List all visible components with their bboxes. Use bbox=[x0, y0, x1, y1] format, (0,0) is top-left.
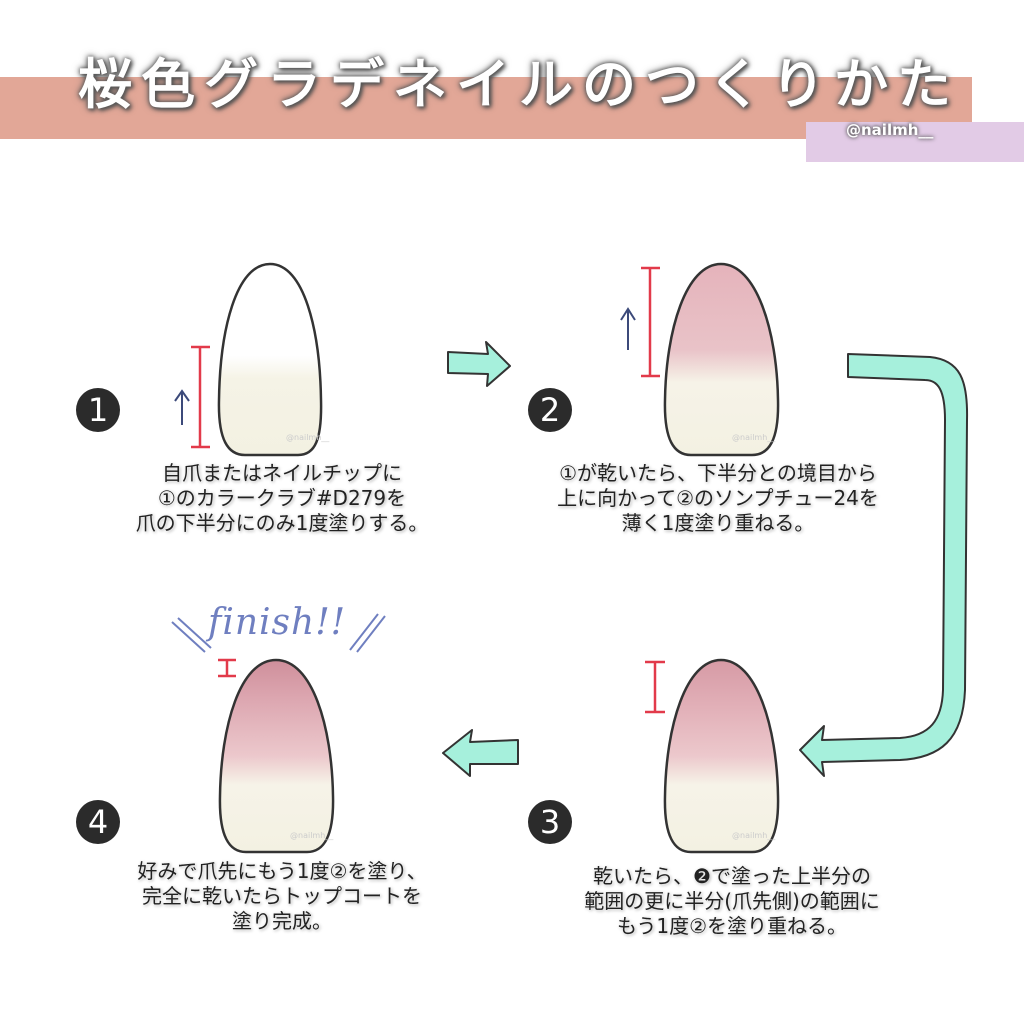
watermark: @nailmh__ bbox=[286, 433, 330, 442]
step4-description: 好みで爪先にもう1度②を塗り、 完全に乾いたらトップコートを 塗り完成。 bbox=[137, 859, 426, 934]
step-number-1: 1 bbox=[76, 388, 120, 432]
nail-step2: @nailmh__ bbox=[663, 262, 780, 457]
step-number-3: 3 bbox=[528, 800, 572, 844]
step2-description: ①が乾いたら、下半分との境目から 上に向かって②のソンプチュー24を 薄く1度塗… bbox=[557, 461, 879, 536]
desc-line: 範囲の更に半分(爪先側)の範囲に bbox=[584, 889, 880, 913]
watermark: @nailmh__ bbox=[290, 831, 334, 840]
watermark: @nailmh__ bbox=[732, 831, 776, 840]
desc-line: 好みで爪先にもう1度②を塗り、 bbox=[137, 859, 427, 883]
step-number-4: 4 bbox=[76, 800, 120, 844]
step-number-2: 2 bbox=[528, 388, 572, 432]
desc-line: ①が乾いたら、下半分との境目から bbox=[559, 461, 877, 485]
page-title: 桜色グラデネイルのつくりかた bbox=[78, 53, 960, 116]
arrow-left-icon bbox=[442, 729, 519, 777]
desc-line: 薄く1度塗り重ねる。 bbox=[621, 511, 815, 535]
finish-label: finish!! bbox=[208, 602, 347, 643]
nail-step3: @nailmh__ bbox=[663, 658, 780, 854]
desc-line: 完全に乾いたらトップコートを bbox=[141, 884, 422, 908]
desc-line: 上に向かって②のソンプチュー24を bbox=[557, 486, 879, 510]
nail-step1: @nailmh__ bbox=[217, 262, 330, 457]
nail-step4: @nailmh__ bbox=[218, 658, 334, 854]
desc-line: 塗り完成。 bbox=[231, 909, 332, 933]
desc-line: 自爪またはネイルチップに bbox=[161, 461, 402, 485]
desc-line: ①のカラークラブ#D279を bbox=[157, 486, 407, 510]
author-handle: @nailmh__ bbox=[846, 121, 934, 139]
step1-description: 自爪またはネイルチップに ①のカラークラブ#D279を 爪の下半分にのみ1度塗り… bbox=[136, 461, 429, 536]
arrow-right-icon bbox=[447, 341, 511, 387]
up-arrow-icons bbox=[174, 307, 636, 425]
desc-line: 爪の下半分にのみ1度塗りする。 bbox=[135, 511, 429, 535]
arrow-loop-icon bbox=[799, 353, 969, 777]
handle-band bbox=[806, 122, 1024, 162]
watermark: @nailmh__ bbox=[732, 433, 776, 442]
range-markers bbox=[191, 266, 665, 714]
step3-description: 乾いたら、❷で塗った上半分の 範囲の更に半分(爪先側)の範囲に もう1度②を塗り… bbox=[584, 864, 880, 939]
desc-line: もう1度②を塗り重ねる。 bbox=[616, 914, 848, 938]
finish-sparkle-lines bbox=[171, 613, 386, 653]
desc-line: 乾いたら、❷で塗った上半分の bbox=[593, 864, 871, 888]
